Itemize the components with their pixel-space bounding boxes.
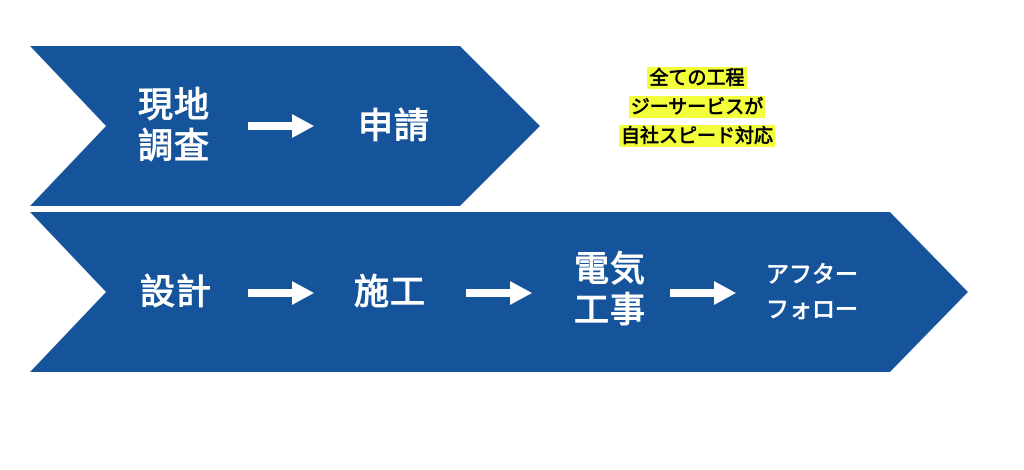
arrow-right-icon [670, 281, 736, 305]
step-application: 申請 [358, 107, 431, 147]
arrow-right-icon [248, 114, 314, 138]
step-design: 設計 [140, 273, 213, 313]
step-site-survey: 現地 調査 [138, 86, 211, 168]
step-electrical-work: 電気 工事 [574, 250, 647, 332]
step-construction: 施工 [354, 273, 427, 313]
note-line-3: 自社スピード対応 [618, 125, 775, 147]
note-line-2: ジーサービスが [628, 96, 766, 118]
arrow-right-icon [466, 281, 532, 305]
step-after-follow-up: アフター フォロー [766, 262, 858, 323]
note-line-1: 全ての工程 [647, 67, 747, 89]
process-note: 全ての工程 ジーサービスが 自社スピード対応 [597, 64, 797, 151]
arrow-right-icon [248, 281, 314, 305]
